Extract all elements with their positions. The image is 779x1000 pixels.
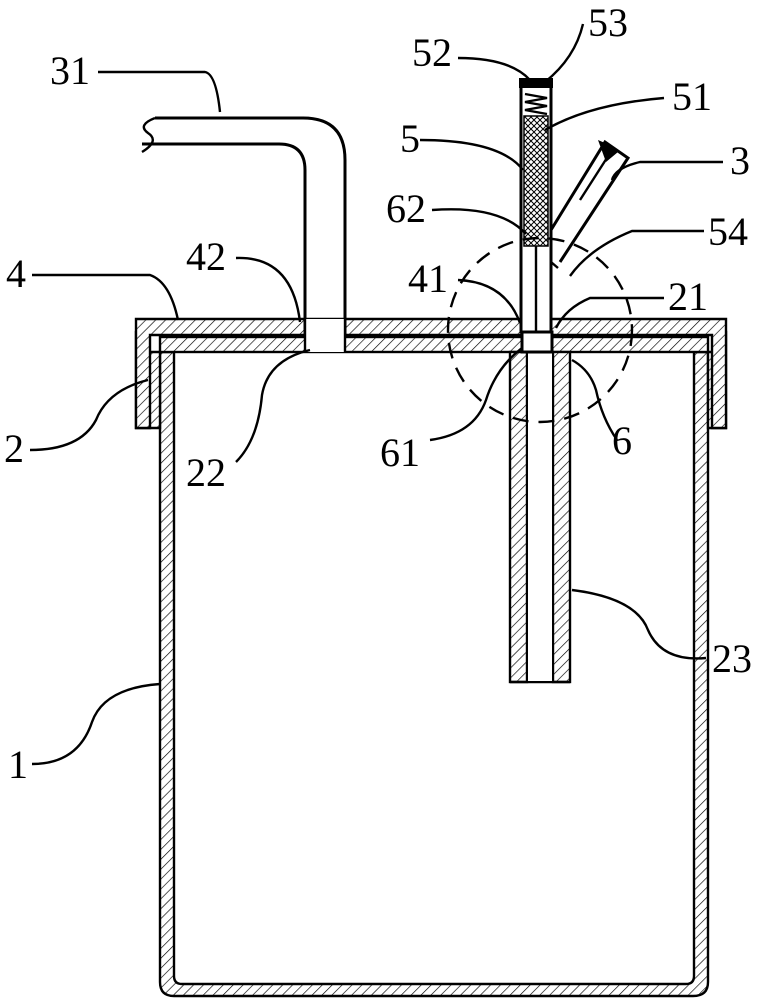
leader-lines: [29, 23, 723, 766]
label-42: 42: [186, 234, 226, 279]
label-52: 52: [412, 30, 452, 75]
label-6: 6: [612, 418, 632, 463]
label-4: 4: [6, 251, 26, 296]
label-21: 21: [668, 274, 708, 319]
dip-tube-wall-left: [508, 350, 529, 684]
inner-plate: [158, 335, 710, 354]
label-61: 61: [380, 430, 420, 475]
left-tube-break: [141, 116, 156, 154]
label-62: 62: [386, 186, 426, 231]
label-3: 3: [730, 138, 750, 183]
label-2: 2: [4, 426, 24, 471]
valve-spring: [524, 92, 548, 116]
label-31: 31: [50, 48, 90, 93]
left-tube-port: [306, 319, 344, 352]
lid: [134, 317, 728, 430]
detail-circle: [446, 236, 634, 424]
label-41: 41: [408, 256, 448, 301]
valve-cap: [519, 78, 553, 88]
angled-tube: [549, 139, 631, 263]
label-53: 53: [588, 0, 628, 45]
left-tube-inner: [142, 142, 307, 337]
dip-tube-core: [526, 351, 554, 683]
label-54: 54: [708, 209, 748, 254]
dip-tube-wall-right: [551, 350, 572, 684]
angled-tube-body: [598, 140, 618, 162]
valve-filter: [523, 115, 549, 247]
label-51: 51: [672, 74, 712, 119]
label-5: 5: [400, 116, 420, 161]
label-1: 1: [8, 742, 28, 787]
valve-seat: [520, 330, 554, 354]
label-23: 23: [712, 636, 752, 681]
label-22: 22: [186, 450, 226, 495]
left-tube-outer: [155, 116, 347, 337]
